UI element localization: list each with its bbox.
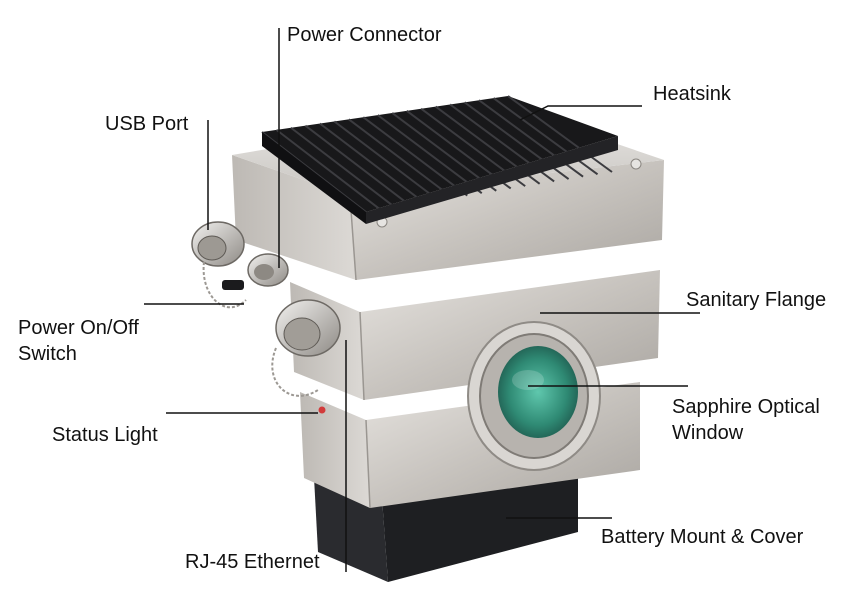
rj45-connector [275,299,341,357]
status-light-led [318,406,326,414]
heatsink-fin [275,129,382,211]
leader-heatsink [519,105,642,121]
power-connector-plug [247,253,289,287]
sanitary-flange [467,321,601,471]
heatsink-fin [362,116,468,197]
label-power-switch: Power On/Off Switch [18,315,139,367]
heatsink-fin [391,112,497,192]
label-power-switch-line2: Switch [18,343,77,365]
usb-port-connector [191,221,245,267]
label-rj45: RJ-45 Ethernet [185,551,320,573]
label-power-switch-line1: Power On/Off [18,317,139,339]
label-battery-mount: Battery Mount & Cover [601,526,804,548]
connector-chains [202,261,319,397]
heatsink-fin [492,97,599,176]
label-sapphire-window: Sapphire Optical Window [672,394,820,446]
label-power-connector: Power Connector [287,24,442,46]
label-heatsink: Heatsink [653,83,731,105]
heatsink-fin [507,95,613,173]
label-usb-port: USB Port [105,113,189,135]
sapphire-window-glass [498,346,578,438]
label-status-light: Status Light [52,424,158,446]
heatsink-fin [319,122,425,204]
heatsink-fin [348,118,454,199]
label-sanitary-flange: Sanitary Flange [686,289,827,311]
power-switch [222,280,244,290]
leader-lines [144,28,700,572]
heatsink-fin [290,126,396,209]
heatsink-fin [304,124,411,206]
label-sapphire-window-line1: Sapphire Optical [672,396,820,418]
heatsink-fin [377,114,483,194]
label-sapphire-window-line2: Window [672,422,744,444]
heatsink-fin [333,120,439,202]
